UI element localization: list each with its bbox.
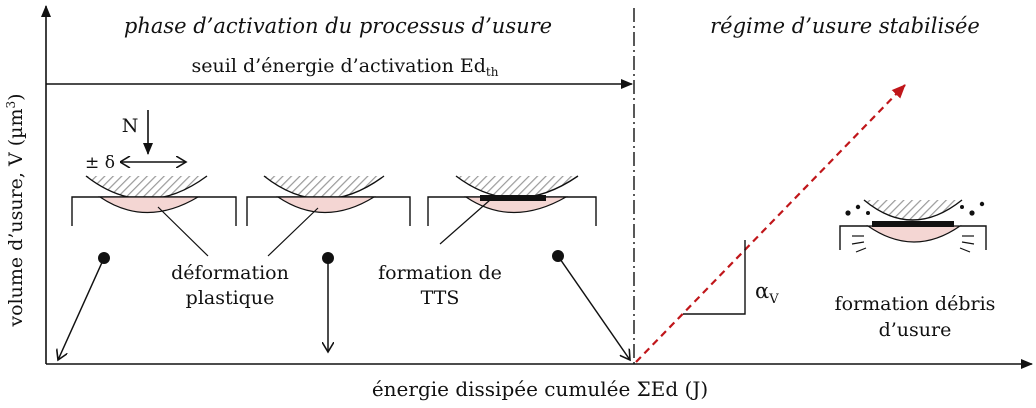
slope-triangle (683, 240, 746, 315)
wear-trend-line (635, 84, 906, 363)
tts-layer-4 (872, 221, 954, 227)
deformation-leader-2 (267, 207, 319, 257)
deformed-zone-1 (98, 196, 201, 213)
threshold-label: seuil d’énergie d’activation Edth (192, 55, 499, 79)
phase-right-title: régime d’usure stabilisée (710, 14, 980, 38)
tts-layer (480, 195, 546, 201)
pointer-3 (552, 250, 630, 360)
tts-annotation-line1: formation de (378, 262, 502, 284)
deformation-annotation-line1: déformation (171, 262, 289, 284)
x-axis-label: énergie dissipée cumulée ΣEd (J) (372, 377, 708, 401)
pointer-2 (322, 252, 334, 352)
contact-tts (427, 175, 597, 226)
y-axis-label: volume d’usure, V (µm3) (4, 93, 27, 327)
ejection-lines (851, 235, 975, 253)
deformed-zone-2 (276, 196, 377, 213)
deformation-annotation-line2: plastique (186, 287, 275, 309)
load-label: N (122, 115, 139, 137)
phase-left-title: phase d’activation du processus d’usure (124, 14, 552, 38)
displacement-label: ± δ (85, 153, 115, 173)
deformed-zone-4 (866, 225, 962, 243)
debris-particles (845, 201, 985, 216)
slope-label: αV (755, 279, 779, 307)
pointer-1 (58, 252, 110, 360)
deformation-leader (157, 206, 209, 257)
specimen-block-4 (839, 225, 987, 250)
debris-annotation-line1: formation débris (835, 293, 996, 315)
contact-deformation: N ± δ (71, 110, 237, 226)
contact-debris (839, 199, 987, 253)
tts-annotation-line2: TTS (421, 287, 460, 309)
contact-intermediate (246, 175, 411, 226)
tts-leader (439, 199, 491, 245)
debris-annotation-line2: d’usure (879, 319, 952, 341)
